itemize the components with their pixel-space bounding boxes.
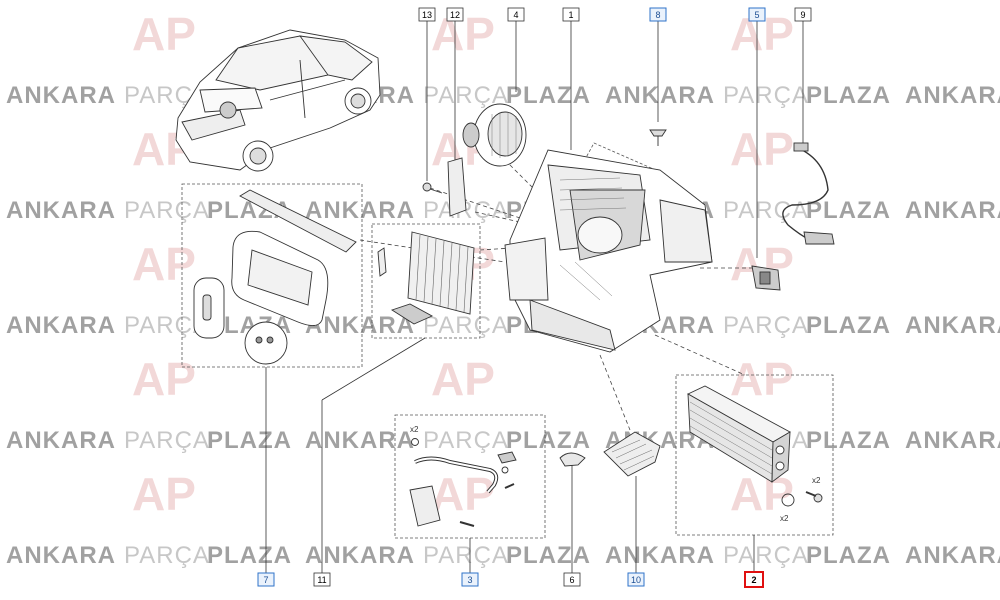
callout-2[interactable]: 2 — [744, 571, 764, 588]
group-box-11 — [371, 223, 481, 339]
note-x2-screw: x2 — [812, 476, 821, 485]
part-7-seals — [193, 189, 357, 365]
svg-text:PARÇA: PARÇA — [723, 312, 809, 339]
svg-text:ANKARA: ANKARA — [905, 427, 1000, 454]
svg-text:ANKARA: ANKARA — [6, 82, 116, 109]
svg-text:9: 9 — [800, 10, 805, 20]
svg-text:12: 12 — [450, 10, 460, 20]
svg-text:7: 7 — [263, 575, 268, 585]
svg-text:ANKARA: ANKARA — [305, 542, 415, 569]
leader-lines — [265, 21, 804, 573]
svg-text:PARÇA: PARÇA — [423, 197, 509, 224]
svg-text:AP: AP — [132, 468, 196, 520]
svg-text:PLAZA: PLAZA — [506, 82, 591, 109]
callout-9[interactable]: 9 — [794, 7, 812, 22]
svg-text:AP: AP — [431, 353, 495, 405]
svg-text:ANKARA: ANKARA — [605, 82, 715, 109]
svg-text:ANKARA: ANKARA — [6, 427, 116, 454]
svg-text:ANKARA: ANKARA — [6, 312, 116, 339]
note-x2-oring: x2 — [780, 514, 789, 523]
callout-13[interactable]: 13 — [418, 7, 436, 22]
svg-text:ANKARA: ANKARA — [305, 427, 415, 454]
svg-text:PARÇA: PARÇA — [124, 427, 210, 454]
svg-text:ANKARA: ANKARA — [905, 542, 1000, 569]
car-illustration — [175, 29, 381, 172]
svg-text:PLAZA: PLAZA — [806, 312, 891, 339]
part-4-blower — [462, 103, 527, 167]
svg-text:6: 6 — [569, 575, 574, 585]
part-13-screw — [422, 182, 443, 194]
svg-text:PARÇA: PARÇA — [124, 197, 210, 224]
part-10-flap — [603, 431, 661, 477]
part-12-strip — [447, 157, 467, 217]
svg-text:ANKARA: ANKARA — [6, 542, 116, 569]
svg-text:AP: AP — [431, 468, 495, 520]
svg-text:PARÇA: PARÇA — [423, 312, 509, 339]
callout-10[interactable]: 10 — [627, 572, 645, 587]
part-8-screw — [649, 129, 667, 146]
part-6-cap — [559, 452, 586, 467]
svg-text:AP: AP — [730, 123, 794, 175]
svg-text:13: 13 — [422, 10, 432, 20]
part-9-cable — [782, 142, 835, 245]
svg-text:3: 3 — [467, 575, 472, 585]
svg-text:AP: AP — [730, 353, 794, 405]
svg-text:5: 5 — [754, 10, 759, 20]
callout-12[interactable]: 12 — [446, 7, 464, 22]
svg-text:ANKARA: ANKARA — [605, 542, 715, 569]
svg-text:4: 4 — [513, 10, 518, 20]
part-11-cabin-filter — [377, 231, 475, 325]
group-boxes — [181, 142, 834, 539]
svg-text:PLAZA: PLAZA — [806, 427, 891, 454]
svg-text:2: 2 — [751, 575, 756, 585]
svg-text:ANKARA: ANKARA — [905, 312, 1000, 339]
callout-11[interactable]: 11 — [313, 572, 331, 587]
svg-text:1: 1 — [568, 10, 573, 20]
svg-text:ANKARA: ANKARA — [905, 197, 1000, 224]
svg-text:PARÇA: PARÇA — [124, 542, 210, 569]
svg-text:PARÇA: PARÇA — [723, 82, 809, 109]
svg-text:AP: AP — [132, 353, 196, 405]
callout-1[interactable]: 1 — [562, 7, 580, 22]
callouts: 13 12 4 1 8 5 9 7 — [257, 7, 812, 588]
part-1-heater-housing — [504, 149, 713, 353]
svg-text:PARÇA: PARÇA — [723, 542, 809, 569]
svg-text:PLAZA: PLAZA — [806, 82, 891, 109]
svg-text:PLAZA: PLAZA — [207, 427, 292, 454]
callout-6[interactable]: 6 — [563, 572, 581, 587]
svg-text:AP: AP — [132, 238, 196, 290]
note-x2-hose: x2 — [410, 425, 419, 434]
callout-4[interactable]: 4 — [507, 7, 525, 22]
svg-text:PARÇA: PARÇA — [423, 542, 509, 569]
svg-text:PLAZA: PLAZA — [806, 542, 891, 569]
group-box-7 — [181, 183, 363, 368]
group-box-2 — [675, 374, 834, 536]
svg-text:ANKARA: ANKARA — [6, 197, 116, 224]
svg-text:PLAZA: PLAZA — [506, 427, 591, 454]
svg-text:PLAZA: PLAZA — [506, 542, 591, 569]
part-2-heater-core — [687, 385, 823, 507]
svg-text:8: 8 — [655, 10, 660, 20]
svg-text:ANKARA: ANKARA — [305, 312, 415, 339]
svg-text:PARÇA: PARÇA — [723, 197, 809, 224]
part-3-hose-group — [409, 438, 517, 527]
svg-text:11: 11 — [317, 575, 326, 585]
callout-8[interactable]: 8 — [649, 7, 667, 22]
svg-text:10: 10 — [631, 575, 641, 585]
svg-text:AP: AP — [132, 8, 196, 60]
callout-5[interactable]: 5 — [748, 7, 766, 22]
svg-text:ANKARA: ANKARA — [305, 197, 415, 224]
callout-3[interactable]: 3 — [461, 572, 479, 587]
svg-text:ANKARA: ANKARA — [905, 82, 1000, 109]
callout-7[interactable]: 7 — [257, 572, 275, 587]
part-5-actuator — [751, 265, 781, 291]
svg-text:PARÇA: PARÇA — [423, 427, 509, 454]
svg-text:AP: AP — [730, 468, 794, 520]
svg-text:PLAZA: PLAZA — [806, 197, 891, 224]
svg-text:PLAZA: PLAZA — [207, 542, 292, 569]
